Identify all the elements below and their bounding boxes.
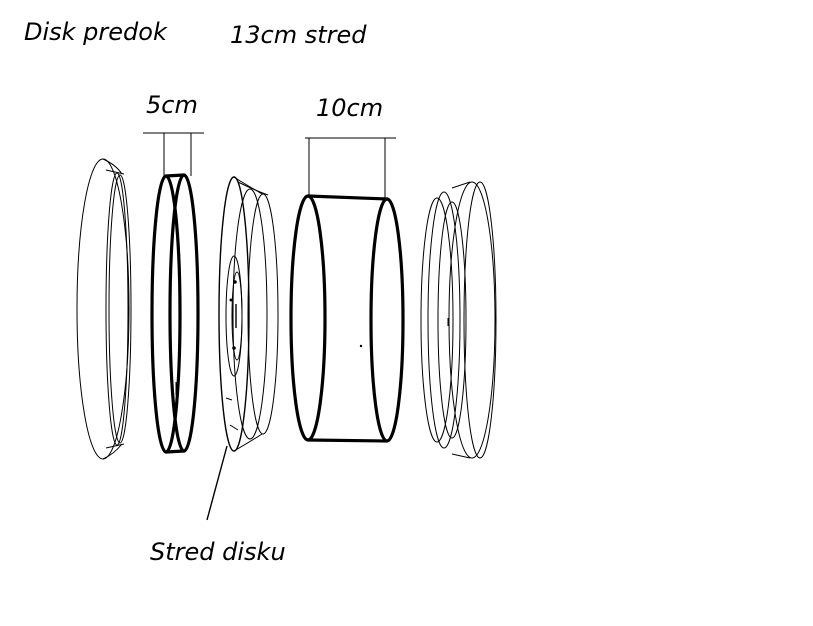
label-disk-predok: Disk predok — [24, 18, 168, 46]
label-13cm-stred: 13cm stred — [230, 21, 367, 49]
rear-disk — [420, 181, 497, 459]
dimension-5cm — [143, 132, 204, 176]
dimension-10cm — [305, 137, 396, 200]
leader-stred-disku — [206, 445, 228, 521]
label-10cm: 10cm — [316, 94, 383, 122]
disk-center — [218, 176, 279, 452]
label-stred-disku: Stred disku — [150, 538, 286, 566]
label-5cm: 5cm — [146, 91, 198, 119]
front-disk — [76, 158, 132, 460]
ring-5cm — [150, 173, 200, 454]
cylinder-10cm — [289, 194, 405, 443]
